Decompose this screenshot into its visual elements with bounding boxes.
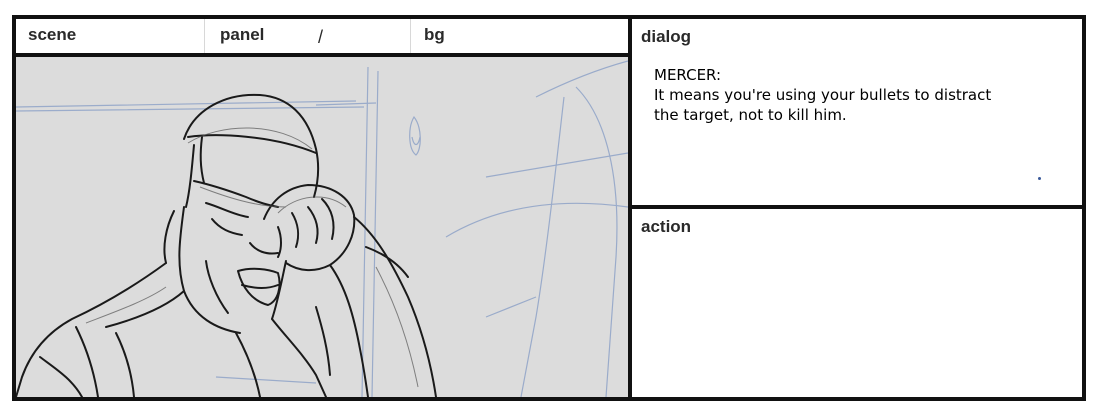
- action-box: action: [632, 209, 1082, 397]
- panel-frame: scene panel / bg: [12, 15, 632, 401]
- dialog-line: the target, not to kill him.: [654, 106, 847, 124]
- dialog-label: dialog: [641, 27, 692, 46]
- sketch-artwork: [16, 57, 628, 397]
- storyboard-sketch-icon: [16, 60, 628, 397]
- dialog-box: dialog MERCER: It means you're using you…: [632, 19, 1082, 209]
- scene-label: scene: [28, 25, 77, 44]
- notes-frame: dialog MERCER: It means you're using you…: [628, 15, 1086, 401]
- panel-header: scene panel / bg: [16, 19, 628, 57]
- panel-label: panel: [220, 25, 265, 44]
- header-divider: [204, 19, 205, 53]
- bg-label: bg: [424, 25, 445, 44]
- dialog-line: It means you're using your bullets to di…: [654, 86, 992, 104]
- header-divider: [410, 19, 411, 53]
- action-label: action: [641, 217, 692, 236]
- panel-separator: /: [318, 27, 324, 47]
- dialog-speaker: MERCER:: [654, 66, 722, 84]
- dialog-text: MERCER: It means you're using your bulle…: [654, 65, 1054, 125]
- stray-mark: [1038, 177, 1041, 180]
